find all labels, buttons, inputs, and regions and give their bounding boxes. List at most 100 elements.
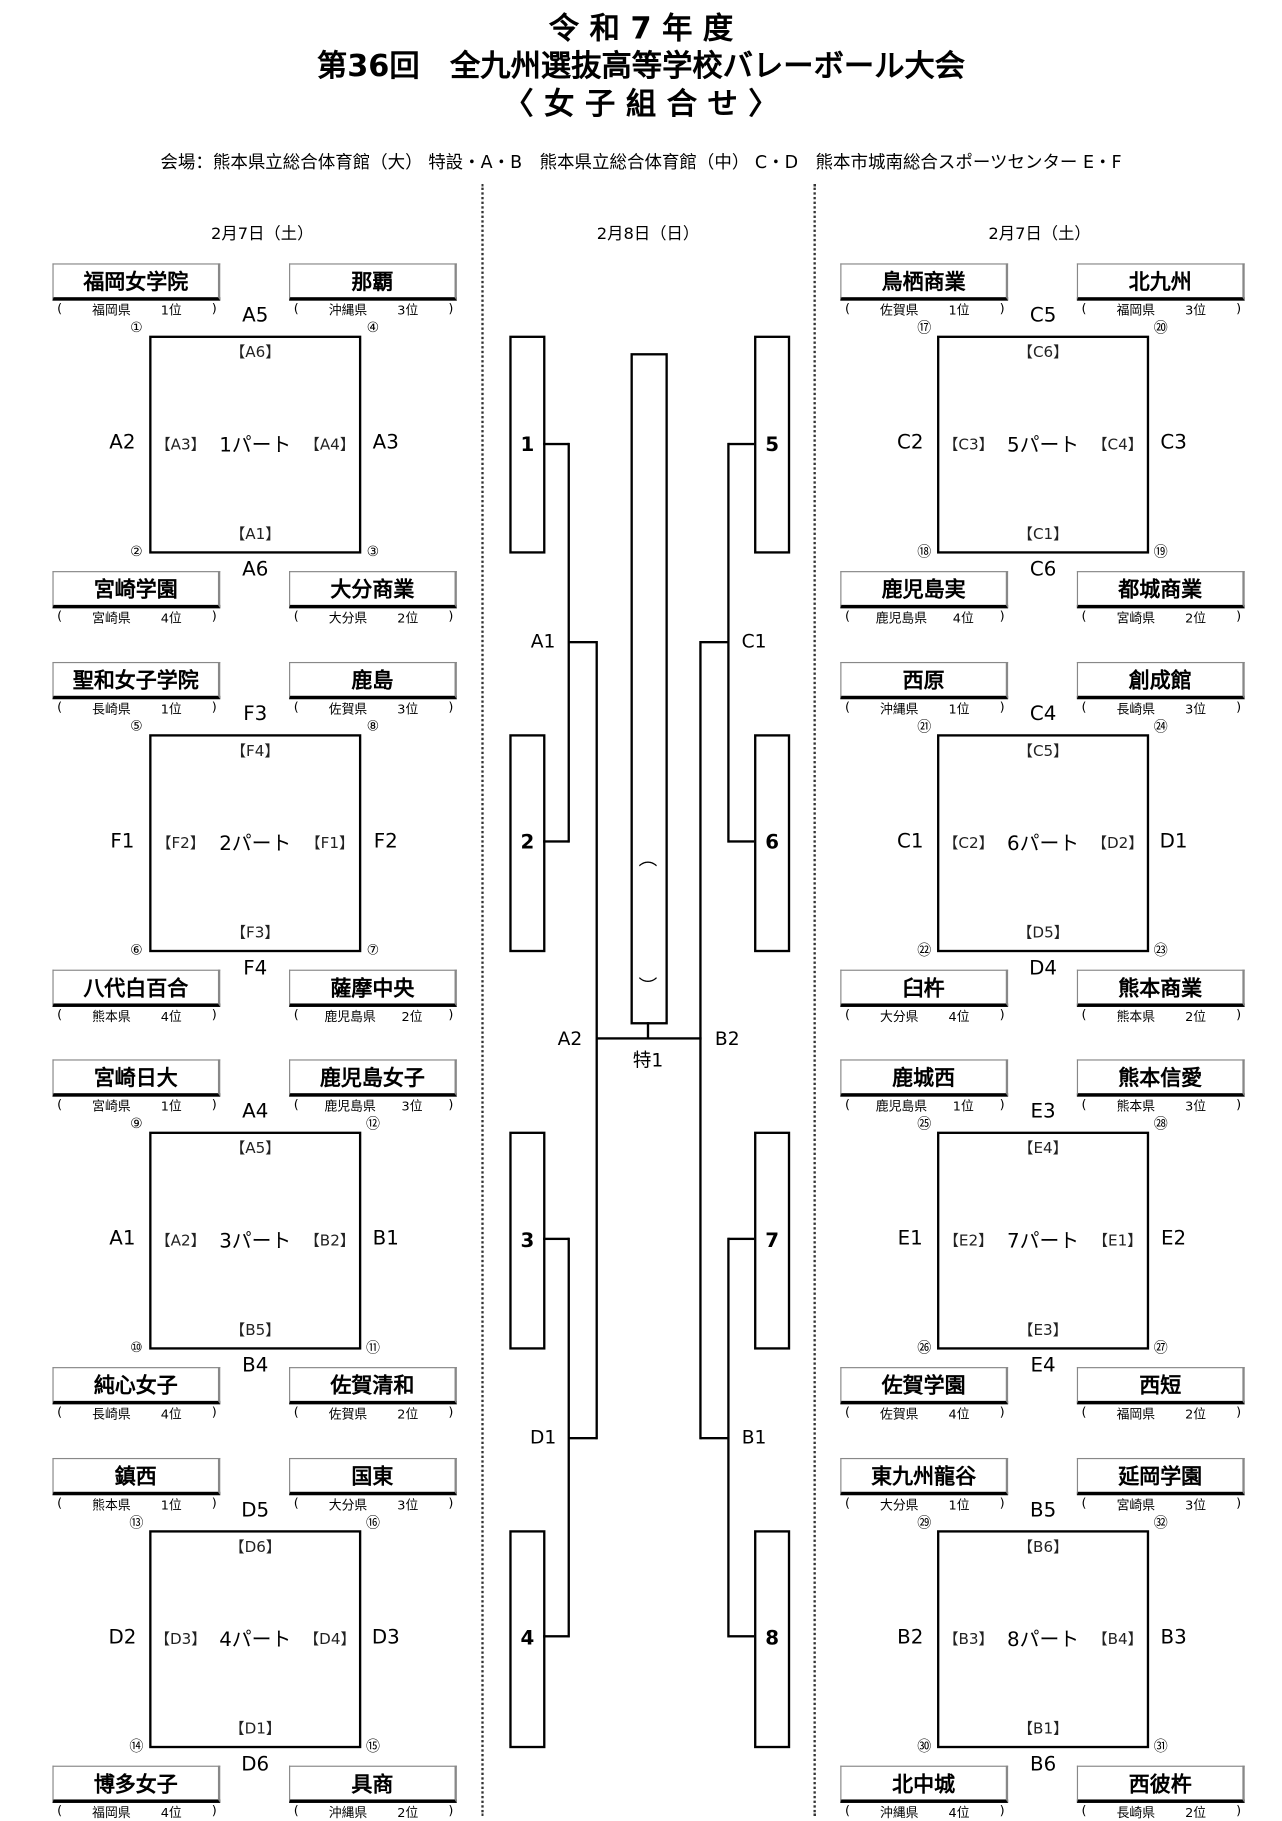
draw-number: ㉑ [917, 717, 932, 735]
part-court [149, 1529, 362, 1748]
rank: 1位 [160, 1099, 182, 1115]
referee-left: 【E2】 [943, 1232, 994, 1250]
prefecture: 熊本県 [92, 1497, 131, 1513]
bracket-line [543, 1237, 569, 1241]
prefecture: 福岡県 [1116, 303, 1156, 319]
referee-top: 【E4】 [1018, 1140, 1068, 1158]
referee-right: 【B4】 [1092, 1630, 1143, 1648]
referee-bottom: 【B5】 [230, 1322, 281, 1340]
date-right: 2月7日（土） [988, 224, 1091, 244]
paren: ) [211, 1096, 217, 1112]
draw-number: ㉚ [917, 1737, 932, 1755]
rank: 3位 [401, 1099, 423, 1115]
referee-left: 【C3】 [943, 436, 994, 454]
draw-number: ⑮ [365, 1737, 380, 1755]
team-name: 佐賀清和 [289, 1367, 457, 1405]
referee-bottom: 【E3】 [1018, 1322, 1068, 1340]
paren: ) [448, 608, 454, 624]
prefecture: 鹿児島県 [324, 1008, 376, 1024]
draw-number: ⑱ [917, 543, 932, 560]
winner-label-c1: C1 [741, 629, 767, 653]
match-label-right: B3 [1160, 1625, 1187, 1649]
paren: ( [57, 698, 63, 714]
title-tournament: 第36回 全九州選抜高等学校バレーボール大会 [316, 48, 966, 84]
winner-label-b2: B2 [714, 1027, 740, 1050]
bracket-line [700, 1436, 729, 1440]
team-name: 宮崎日大 [52, 1059, 221, 1097]
rank: 1位 [952, 1099, 974, 1115]
referee-left: 【B3】 [943, 1630, 994, 1648]
referee-left: 【C2】 [943, 834, 994, 852]
paren: ) [211, 1006, 217, 1022]
team-name: 薩摩中央 [289, 969, 457, 1007]
prefecture: 熊本県 [92, 1008, 131, 1024]
rank: 4位 [160, 1804, 182, 1820]
paren: ) [999, 300, 1005, 316]
winner-label-a1: A1 [530, 629, 556, 653]
paren: ) [999, 1802, 1005, 1818]
paren: ) [999, 698, 1005, 714]
draw-number: ③ [366, 543, 380, 560]
paren: ) [1236, 1404, 1242, 1420]
paren: ( [844, 1006, 850, 1022]
paren: ( [1081, 608, 1087, 624]
winner-label-a2: A2 [557, 1027, 583, 1050]
bracket-line [543, 442, 569, 446]
match-label-bottom: E4 [1030, 1354, 1056, 1378]
part-court [149, 733, 362, 952]
referee-right: 【D2】 [1091, 834, 1144, 852]
prefecture: 大分県 [880, 1497, 919, 1513]
draw-number: ⑧ [366, 717, 380, 734]
title-women: 〈 女 子 組 合 せ 〉 [503, 87, 779, 123]
referee-bottom: 【F3】 [230, 924, 280, 942]
bracket-line [727, 1237, 730, 1638]
draw-number: ⑪ [365, 1339, 380, 1357]
draw-number: ⑬ [129, 1513, 144, 1531]
bracket-slot: 1 [509, 335, 546, 554]
referee-bottom: 【D5】 [1017, 924, 1069, 942]
bracket-line [596, 1037, 702, 1040]
match-label-left: A1 [109, 1227, 136, 1251]
rank: 3位 [1185, 1497, 1207, 1513]
paren: ( [1081, 300, 1087, 316]
paren: ( [57, 1096, 63, 1112]
referee-right: 【F1】 [305, 834, 355, 852]
team-name: 北九州 [1076, 263, 1245, 301]
rank: 3位 [397, 701, 419, 717]
paren: ) [448, 1404, 454, 1420]
bracket-slot: 3 [509, 1131, 546, 1350]
team-name: 聖和女子学院 [52, 661, 221, 699]
paren-close: ︶ [638, 975, 658, 998]
rank: 1位 [160, 701, 182, 717]
paren: ) [211, 1494, 217, 1510]
paren: ) [211, 1404, 217, 1420]
match-label-left: B2 [897, 1625, 924, 1649]
rank: 2位 [1185, 1406, 1207, 1422]
match-label-right: A3 [372, 431, 399, 455]
rank: 4位 [952, 610, 974, 626]
part-name: 3パート [219, 1230, 292, 1254]
prefecture: 大分県 [328, 1497, 368, 1513]
rank: 3位 [397, 303, 419, 319]
bracket-slot: 2 [509, 733, 546, 952]
match-label-left: F1 [110, 829, 135, 853]
draw-number: ⑳ [1153, 319, 1168, 337]
paren: ( [293, 608, 299, 624]
match-label-top: A5 [242, 304, 269, 328]
title-year: 令 和 7 年 度 [548, 11, 734, 47]
match-label-right: B1 [372, 1227, 399, 1251]
referee-bottom: 【C1】 [1017, 526, 1069, 544]
referee-top: 【A6】 [230, 344, 281, 362]
bracket-slot: 5 [754, 335, 791, 554]
paren: ( [1081, 1494, 1087, 1510]
prefecture: 宮崎県 [92, 610, 131, 626]
match-label-left: E1 [897, 1227, 923, 1251]
final-box [630, 353, 668, 1025]
